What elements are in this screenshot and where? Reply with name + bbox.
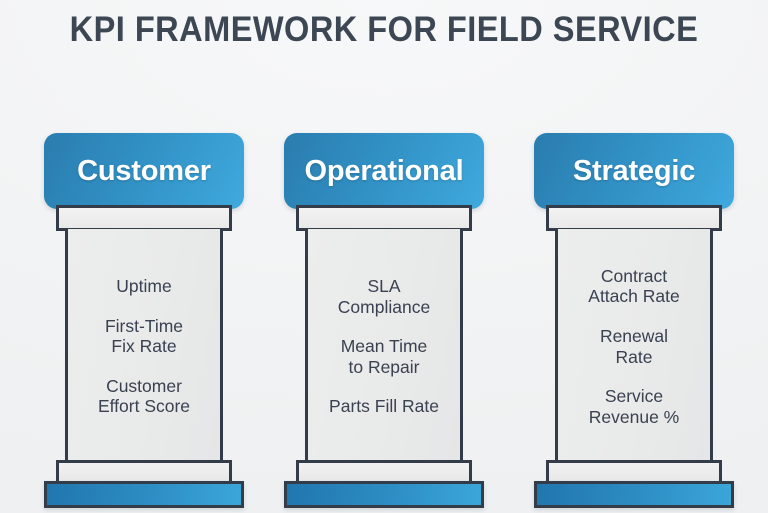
pillar-shaft-customer: Uptime First-Time Fix Rate Customer Effo… [65, 229, 223, 462]
metric-item: First-Time Fix Rate [104, 315, 184, 357]
metric-item: Service Revenue % [588, 386, 680, 427]
pillar-operational: Operational SLA Compliance Mean Time to … [284, 133, 484, 508]
metric-list: Contract Attach Rate Renewal Rate Servic… [558, 266, 710, 428]
pillar-plinth [284, 481, 484, 508]
pillar-shaft-strategic: Contract Attach Rate Renewal Rate Servic… [555, 229, 713, 462]
pillar-header-customer[interactable]: Customer [44, 133, 244, 209]
metric-item: Renewal Rate [599, 325, 669, 367]
metric-item: Uptime [116, 275, 172, 296]
metric-item: Parts Fill Rate [329, 396, 439, 417]
pillar-plinth [534, 481, 734, 508]
pillar-shaft-operational: SLA Compliance Mean Time to Repair Parts… [305, 229, 463, 462]
pillar-abacus [546, 205, 722, 231]
metric-item: SLA Compliance [337, 275, 431, 317]
pillar-abacus [296, 205, 472, 231]
metric-item: Customer Effort Score [97, 375, 191, 417]
metric-list: Uptime First-Time Fix Rate Customer Effo… [68, 276, 220, 417]
pillar-plinth [44, 481, 244, 508]
pillar-group: Customer Uptime First-Time Fix Rate Cust… [0, 133, 768, 508]
pillar-header-label: Operational [304, 154, 464, 187]
pillar-customer: Customer Uptime First-Time Fix Rate Cust… [44, 133, 244, 508]
pillar-header-label: Customer [77, 154, 211, 187]
pillar-strategic: Strategic Contract Attach Rate Renewal R… [534, 133, 734, 508]
metric-list: SLA Compliance Mean Time to Repair Parts… [308, 276, 460, 417]
page-title: KPI FRAMEWORK FOR FIELD SERVICE [69, 10, 699, 49]
metric-item: Mean Time to Repair [340, 336, 428, 377]
pillar-header-operational[interactable]: Operational [284, 133, 484, 209]
pillar-abacus [56, 205, 232, 231]
metric-item: Contract Attach Rate [588, 265, 680, 307]
pillar-header-strategic[interactable]: Strategic [534, 133, 734, 209]
pillar-header-label: Strategic [572, 154, 696, 187]
